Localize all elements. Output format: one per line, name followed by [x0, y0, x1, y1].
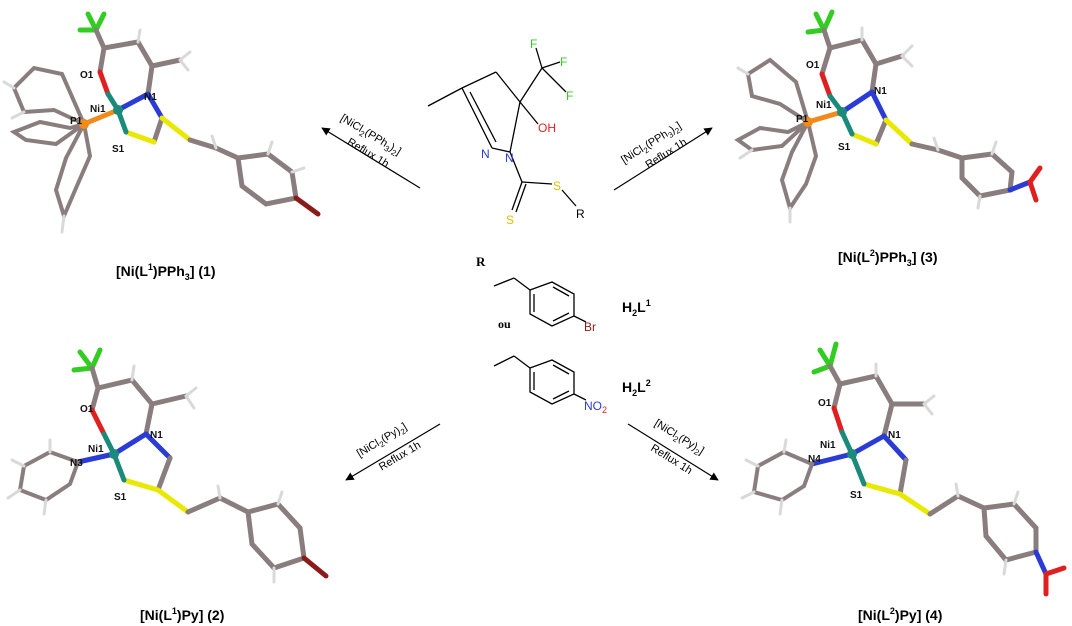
bromo-label: Br	[584, 320, 596, 334]
atom-n2: N	[481, 147, 490, 161]
ligand-h2l1-label: H2L1	[622, 298, 651, 318]
bromobenzyl-group	[493, 277, 587, 327]
label-n4: N4	[808, 454, 821, 465]
arrow-to-complex-1: [NiCl2(PPh3)2] Reflux 1h	[321, 112, 421, 189]
label-s1: S1	[838, 142, 851, 153]
label-ni1: Ni1	[820, 440, 836, 451]
label-o1: O1	[80, 70, 94, 81]
complex-4-structure	[740, 341, 1067, 597]
central-ligand-structure	[427, 47, 577, 213]
complex-3-structure	[734, 9, 1043, 224]
atom-r: R	[576, 207, 585, 221]
label-n3: N3	[70, 458, 83, 469]
complex-1-atom-labels: O1 Ni1 N1 P1 S1	[70, 70, 157, 155]
ligand-h2l2-label: H2L2	[622, 378, 651, 398]
label-s1: S1	[112, 144, 125, 155]
complex-2-caption: [Ni(L1)Py] (2)	[140, 606, 224, 623]
label-n1: N1	[144, 92, 157, 103]
label-ni1: Ni1	[816, 100, 832, 111]
complex-4-caption: [Ni(L2)Py] (4)	[858, 606, 942, 623]
atom-f1: F	[530, 37, 537, 51]
label-o1: O1	[806, 60, 820, 71]
arrow-to-complex-3: [NiCl2(PPh3)2] Reflux 1h	[613, 120, 713, 191]
complex-3-caption: [Ni(L2)PPh3] (3)	[838, 248, 937, 268]
label-n1: N1	[150, 430, 163, 441]
label-ni1: Ni1	[88, 444, 104, 455]
label-s1: S1	[114, 492, 127, 503]
complex-2-atom-labels: O1 Ni1 N1 N3 S1	[70, 404, 163, 503]
nitro-label: NO2	[584, 399, 607, 415]
label-ni1: Ni1	[90, 104, 106, 115]
r-group-label: R	[476, 254, 486, 269]
central-ligand-atoms: F F F OH N N S S R	[481, 37, 585, 227]
atom-oh: OH	[538, 121, 556, 135]
label-p1: P1	[70, 116, 83, 127]
nitrobenzyl-group	[493, 355, 587, 405]
label-n1: N1	[888, 430, 901, 441]
label-o1: O1	[80, 404, 94, 415]
atom-s-thione: S	[506, 213, 514, 227]
arrow-to-complex-4: [NiCl2(Py)2] Reflux 1h	[627, 417, 719, 481]
label-s1: S1	[850, 490, 863, 501]
atom-f3: F	[566, 89, 573, 103]
complex-4-atom-labels: O1 Ni1 N1 N4 S1	[808, 398, 901, 501]
label-p1: P1	[796, 114, 809, 125]
atom-n1: N	[505, 151, 514, 165]
complex-1-structure	[2, 11, 321, 234]
arrow-to-complex-2: [NiCl2(Py)2] Reflux 1h	[345, 421, 441, 481]
atom-f2: F	[560, 55, 567, 69]
label-n1: N1	[874, 86, 887, 97]
or-label: ou	[498, 317, 511, 331]
atom-s-thioether: S	[553, 179, 561, 193]
label-o1: O1	[818, 398, 832, 409]
complex-2-structure	[6, 347, 329, 584]
complex-3-atom-labels: O1 Ni1 N1 P1 S1	[796, 60, 887, 153]
complex-1-caption: [Ni(L1)PPh3] (1)	[116, 262, 215, 282]
